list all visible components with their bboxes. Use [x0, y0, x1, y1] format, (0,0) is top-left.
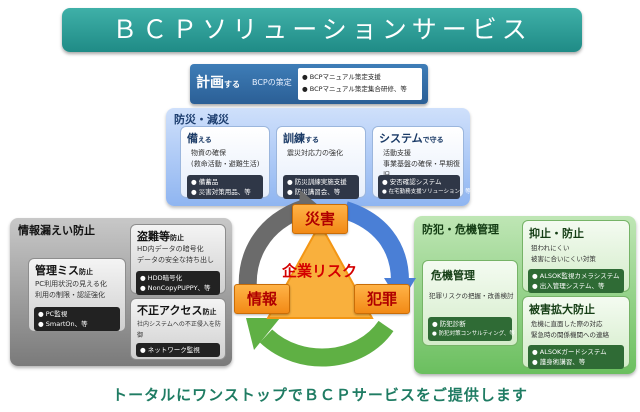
- card-list: ● ALSOK監視カメラシステム ● 出入管理システム、等: [528, 269, 624, 293]
- corporate-risk-label: 企業リスク: [282, 262, 358, 280]
- risk-triangle: [266, 221, 374, 319]
- risk-disaster-tag: 災害: [292, 204, 348, 234]
- card-list: ● 備蓄品 ● 災害対策用品、等: [187, 175, 263, 199]
- card-description: 狙われにくい被害に合いにくい対策: [531, 244, 596, 263]
- cycle-arrowhead-green: [246, 318, 280, 350]
- disaster-card-prepare: 備える 物資の確保(救命活動・避難生活) ● 備蓄品 ● 災害対策用品、等: [180, 126, 270, 199]
- cycle-arrow-blue: [342, 201, 409, 282]
- crime-title: 防犯・危機管理: [422, 223, 499, 236]
- card-title: 被害拡大防止: [529, 303, 595, 316]
- card-list: ● ALSOKガードシステム ● 護身術講習、等: [528, 345, 624, 369]
- page-title: ＢＣＰソリューションサービス: [62, 8, 582, 52]
- plan-list: ● BCPマニュアル策定支援 ● BCPマニュアル策定集合研修、等: [298, 68, 422, 100]
- leak-card-access: 不正アクセス防止 社内システムへの不正侵入を防御 ● ネットワーク監視: [130, 298, 226, 360]
- plan-panel: 計画する BCPの策定 ● BCPマニュアル策定支援 ● BCPマニュアル策定集…: [190, 64, 428, 104]
- plan-title-suffix: する: [224, 80, 240, 89]
- risk-crime-tag: 犯罪: [354, 284, 410, 314]
- card-list: ● HDD暗号化 ● NonCopyPUPPY、等: [136, 271, 220, 295]
- card-title: 盗難等防止: [137, 230, 184, 243]
- plan-subtitle: BCPの策定: [252, 78, 292, 87]
- card-description: 社内システムへの不正侵入を防御: [137, 321, 221, 339]
- leak-panel: 情報漏えい防止 盗難等防止 HD内データの暗号化データの安全な持ち出し ● HD…: [10, 218, 232, 366]
- card-title: システムで守る: [379, 132, 444, 145]
- card-description: PC利用状況の見える化利用の制限・認証強化: [35, 280, 107, 299]
- leak-card-theft: 盗難等防止 HD内データの暗号化データの安全な持ち出し ● HDD暗号化 ● N…: [130, 224, 226, 295]
- risk-info-tag: 情報: [234, 284, 290, 314]
- crime-card-deter: 抑止・防止 狙われにくい被害に合いにくい対策 ● ALSOK監視カメラシステム …: [522, 220, 630, 293]
- card-title: 危機管理: [431, 269, 475, 282]
- card-title: 不正アクセス防止: [137, 304, 217, 317]
- card-list: ● 防犯診断 ● 防犯対策コンサルティング、等: [428, 317, 515, 341]
- plan-item: ● BCPマニュアル策定支援: [302, 73, 381, 81]
- plan-item: ● BCPマニュアル策定集合研修、等: [302, 85, 407, 93]
- plan-title: 計画する: [196, 68, 240, 100]
- card-list: ● 防災訓練実施支援 ● 防災講習会、等: [283, 175, 359, 199]
- card-list: ● PC監視 ● SmartOn、等: [34, 307, 120, 331]
- card-list: ● 安否確認システム ● 在宅勤務支援ソリューション、等: [378, 175, 471, 199]
- card-title: 抑止・防止: [529, 227, 584, 240]
- card-description: HD内データの暗号化データの安全な持ち出し: [137, 245, 214, 264]
- card-list: ● ネットワーク監視: [136, 343, 220, 357]
- disaster-panel: 防災・減災 備える 物資の確保(救命活動・避難生活) ● 備蓄品 ● 災害対策用…: [166, 108, 471, 206]
- card-title: 管理ミス防止: [35, 264, 93, 277]
- crime-panel: 防犯・危機管理 危機管理 犯罪リスクの把握・改善検討 ● 防犯診断 ● 防犯対策…: [414, 216, 636, 374]
- card-description: 物資の確保(救命活動・避難生活): [191, 149, 260, 168]
- card-description: 犯罪リスクの把握・改善検討: [429, 292, 514, 300]
- disaster-title: 防災・減災: [174, 113, 229, 126]
- card-title: 訓練する: [283, 132, 319, 145]
- disaster-card-training: 訓練する 震災対応力の強化 ● 防災訓練実施支援 ● 防災講習会、等: [276, 126, 366, 199]
- card-description: 危機に直面した際の対応緊急時の関係機関への連絡: [531, 320, 609, 339]
- card-description: 震災対応力の強化: [287, 149, 343, 157]
- footer-message: トータルにワンストップでＢＣＰサービスをご提供します: [112, 386, 528, 404]
- crime-card-mitigate: 被害拡大防止 危機に直面した際の対応緊急時の関係機関への連絡 ● ALSOKガー…: [522, 296, 630, 369]
- crime-card-management: 危機管理 犯罪リスクの把握・改善検討 ● 防犯診断 ● 防犯対策コンサルティング…: [422, 260, 518, 346]
- leak-title: 情報漏えい防止: [18, 224, 95, 237]
- plan-title-main: 計画: [196, 75, 224, 91]
- leak-card-mistake: 管理ミス防止 PC利用状況の見える化利用の制限・認証強化 ● PC監視 ● Sm…: [28, 258, 126, 332]
- cycle-arrow-green: [259, 320, 394, 367]
- card-title: 備える: [187, 132, 212, 145]
